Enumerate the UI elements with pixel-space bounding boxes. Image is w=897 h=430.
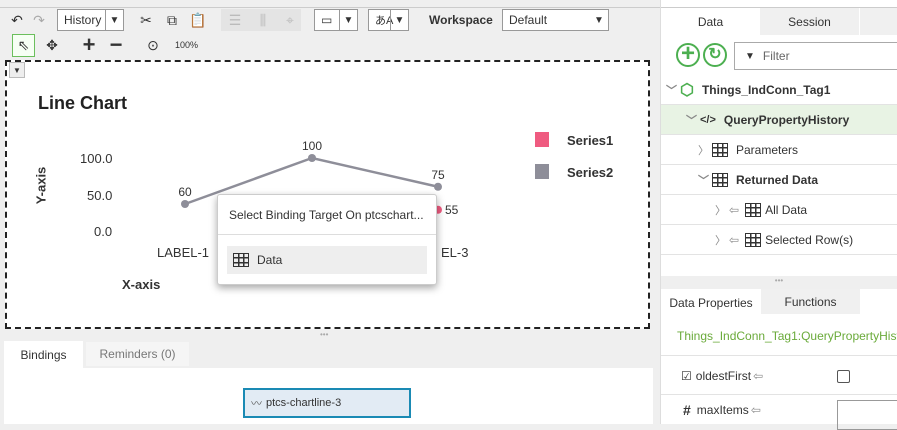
popup-item-label: Data: [257, 253, 283, 267]
chevron-down-icon: ﹀: [698, 174, 709, 187]
popup-item-data[interactable]: Data: [227, 246, 427, 274]
tree-thing[interactable]: ﹀⬡ Things_IndConn_Tag1: [661, 75, 897, 105]
tree-label: Parameters: [736, 142, 799, 157]
filter-placeholder: Filter: [762, 49, 790, 63]
add-data-icon[interactable]: +: [676, 42, 700, 67]
select-tool-icon[interactable]: ⇖: [12, 34, 35, 57]
tab-more[interactable]: [860, 8, 897, 35]
chevron-down-icon: ▼: [594, 14, 604, 26]
layout-dropdown[interactable]: ▭▼: [314, 9, 358, 31]
table-icon: [745, 232, 762, 247]
tree-selected-rows[interactable]: 〉⇦ Selected Row(s): [661, 225, 897, 255]
prop-name: maxItems: [696, 403, 749, 417]
tab-data-properties[interactable]: Data Properties: [661, 289, 761, 316]
tab-bindings[interactable]: Bindings: [4, 341, 83, 369]
tree-parameters[interactable]: 〉 Parameters: [661, 135, 897, 165]
history-label: History: [64, 13, 102, 27]
props-path: Things_IndConn_Tag1:QueryPropertyHist: [661, 316, 897, 356]
workspace-dropdown[interactable]: Default ▼: [502, 9, 609, 31]
boolean-icon: ☑: [681, 368, 692, 383]
tree-service[interactable]: ﹀</> QueryPropertyHistory: [661, 105, 897, 135]
tab-reminders[interactable]: Reminders (0): [86, 342, 189, 366]
cut-icon[interactable]: ✂: [140, 11, 152, 28]
resize-handle[interactable]: •••: [661, 276, 897, 289]
workspace-value: Default: [509, 13, 548, 27]
bind-arrow-icon[interactable]: ⇦: [753, 368, 764, 383]
tree-label: All Data: [765, 202, 808, 217]
line-chart-icon: 〰: [251, 398, 262, 410]
tab-label: Data: [697, 15, 724, 29]
bind-arrow-icon: ⇦: [729, 202, 740, 217]
filter-icon: ▼: [745, 50, 755, 62]
resize-handle[interactable]: •••: [320, 330, 329, 339]
table-icon: [712, 172, 728, 187]
binding-node[interactable]: 〰 ptcs-chartline-3: [243, 388, 411, 418]
zoom-in-icon[interactable]: +: [82, 32, 96, 57]
chevron-down-icon: ﹀: [666, 84, 677, 97]
bind-arrow-icon[interactable]: ⇦: [750, 403, 761, 417]
prop-row-oldestfirst: ☑oldestFirst⇦: [661, 357, 897, 395]
workspace-label: Workspace: [429, 13, 493, 27]
tab-label: Data Properties: [669, 295, 753, 310]
zoom-fit-icon[interactable]: ⊙: [147, 36, 159, 53]
tab-label: Session: [788, 14, 831, 29]
tree-all-data[interactable]: 〉⇦ All Data: [661, 195, 897, 225]
paste-icon[interactable]: 📋: [189, 11, 207, 28]
refresh-icon[interactable]: ↻: [703, 43, 727, 67]
number-icon: #: [683, 402, 691, 418]
tree-label: Selected Row(s): [765, 232, 854, 247]
chevron-right-icon: 〉: [715, 234, 726, 247]
prop-name: oldestFirst: [695, 368, 752, 383]
pan-icon[interactable]: ✥: [46, 36, 58, 53]
binding-target-popup: Select Binding Target On ptcschart... Da…: [217, 194, 437, 285]
bind-arrow-icon: ⇦: [729, 232, 740, 247]
redo-icon[interactable]: ↷: [33, 11, 45, 28]
chevron-down-icon: ▼: [390, 10, 408, 30]
thing-icon: ⬡: [680, 81, 694, 99]
zoom-level: 100%: [175, 40, 199, 50]
chevron-down-icon: ▼: [105, 10, 123, 30]
chevron-right-icon: 〉: [698, 144, 709, 157]
tab-data[interactable]: Data: [661, 8, 760, 36]
tree-label: Things_IndConn_Tag1: [701, 82, 831, 97]
undo-icon[interactable]: ↶: [11, 11, 23, 28]
align-group: [221, 9, 301, 31]
align-icon[interactable]: ☰: [228, 11, 242, 28]
oldestfirst-checkbox[interactable]: [837, 370, 850, 383]
tab-label: Bindings: [20, 348, 67, 362]
zoom-out-icon[interactable]: −: [109, 32, 123, 57]
divider: [661, 7, 897, 8]
tab-functions[interactable]: Functions: [761, 289, 860, 314]
copy-icon[interactable]: ⧉: [167, 11, 177, 28]
layout-icon: ▭: [321, 13, 333, 27]
translate-icon: あA: [375, 15, 394, 27]
widget-menu-button[interactable]: ▼: [9, 62, 25, 78]
distribute-icon[interactable]: ⫼: [259, 11, 267, 28]
chevron-right-icon: 〉: [715, 204, 726, 217]
props-path-text: Things_IndConn_Tag1:QueryPropertyHist: [677, 329, 897, 343]
service-icon: </>: [700, 113, 716, 126]
filter-input[interactable]: ▼ Filter: [734, 42, 897, 70]
table-icon: [233, 253, 249, 267]
history-dropdown[interactable]: History▼: [57, 9, 124, 31]
language-dropdown[interactable]: あA▼: [368, 9, 409, 31]
tree-returned-data[interactable]: ﹀ Returned Data: [661, 165, 897, 195]
tree-label: Returned Data: [736, 172, 819, 187]
tab-session[interactable]: Session: [760, 8, 859, 35]
popup-title: Select Binding Target On ptcschart...: [218, 195, 436, 235]
table-icon: [712, 142, 728, 157]
chevron-down-icon: ▼: [339, 10, 357, 30]
tree-label: QueryPropertyHistory: [723, 112, 850, 127]
chevron-down-icon: ﹀: [686, 114, 697, 127]
prop-row-maxitems: # maxItems⇦: [661, 396, 897, 430]
binding-node-label: ptcs-chartline-3: [266, 397, 342, 409]
tab-label: Reminders (0): [99, 347, 176, 361]
center-icon[interactable]: ⌖: [286, 11, 294, 28]
table-icon: [745, 202, 762, 217]
divider: [0, 7, 660, 8]
tab-label: Functions: [784, 294, 837, 309]
maxitems-input[interactable]: [837, 400, 897, 430]
